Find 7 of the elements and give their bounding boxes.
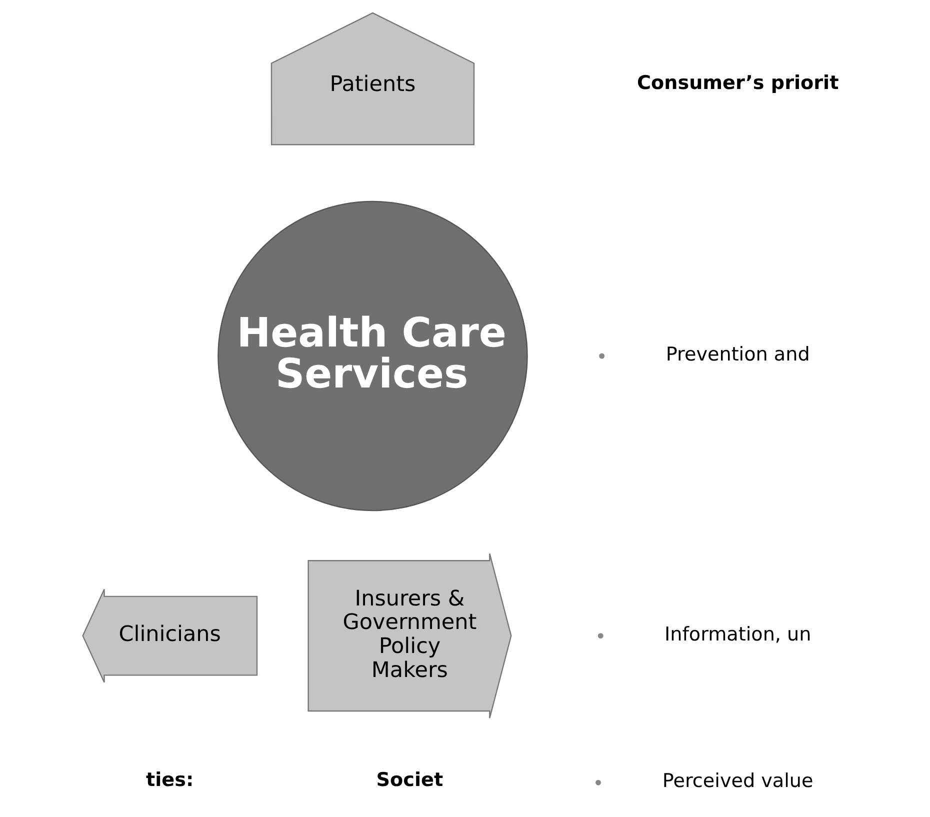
label: ties:	[146, 768, 194, 791]
label: Perceived value	[662, 769, 813, 792]
label: Societ	[376, 768, 443, 791]
node-circle: Health Care Services	[217, 200, 528, 512]
label: Consumer’s priorit	[636, 71, 838, 94]
label: Prevention and	[665, 342, 810, 366]
label: Information, un	[664, 622, 811, 646]
